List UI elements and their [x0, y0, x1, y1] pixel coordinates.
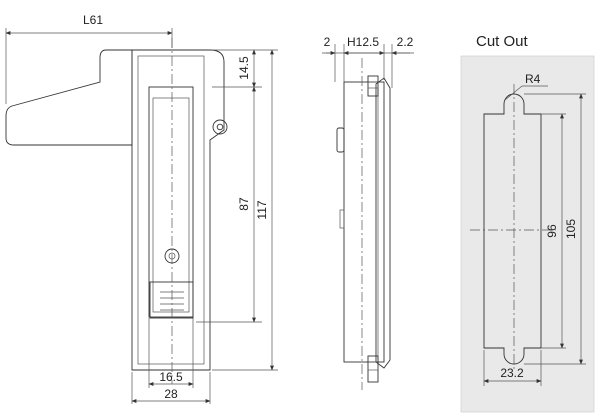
push-button — [149, 281, 194, 319]
dim-top-offset-label: 14.5 — [237, 56, 251, 80]
handle-lever — [5, 49, 133, 146]
housing-inner-frame — [137, 55, 205, 365]
handle-hole — [216, 123, 224, 131]
dim-radius-label: R4 — [525, 72, 541, 86]
dim-width-label: L61 — [83, 13, 103, 27]
dim-inner-width-label: 16.5 — [159, 370, 183, 384]
handle-hole-tab — [212, 119, 228, 135]
cut-out-title: Cut Out — [476, 33, 529, 50]
dim-side-height-label: H12.5 — [347, 35, 379, 49]
side-notch — [339, 209, 345, 229]
cut-out-view: Cut Out R4 96 105 23.2 — [460, 33, 595, 413]
dim-side-left-label: 2 — [324, 35, 331, 49]
panel — [460, 55, 595, 413]
trigger-inner — [152, 97, 190, 313]
dim-cut-width-label: 23.2 — [500, 366, 524, 380]
bottom-clip — [367, 355, 379, 383]
dim-overall-width-label: 28 — [164, 387, 178, 401]
trigger-frame — [148, 86, 194, 318]
dim-cut-overall-length-label: 105 — [564, 219, 578, 239]
side-view: 2 H12.5 2.2 — [322, 35, 414, 390]
dim-overall-length-label: 117 — [255, 200, 269, 219]
dim-side-right-label: 2.2 — [397, 35, 414, 49]
top-clip — [367, 75, 379, 97]
dim-cut-inner-length-label: 96 — [545, 224, 559, 238]
front-view: L61 14.5 87 117 16.5 28 — [5, 13, 278, 404]
dim-inner-length-label: 87 — [237, 197, 251, 211]
side-bump — [336, 127, 345, 153]
